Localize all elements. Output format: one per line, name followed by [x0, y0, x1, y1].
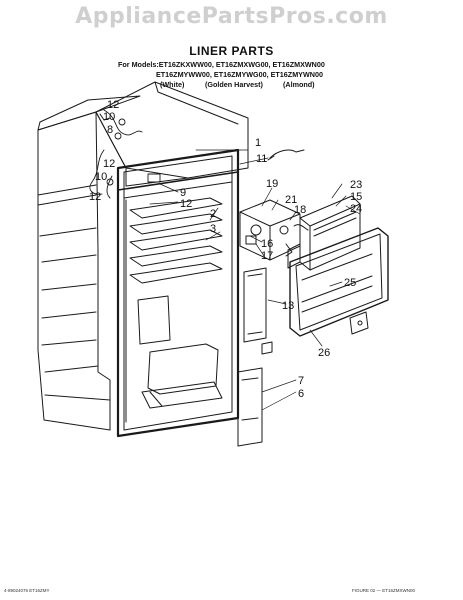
model-list-line-2: ET16ZMYWW00, ET16ZMYWG00, ET16ZMYWN00 [156, 70, 323, 79]
callout-6: 6 [298, 388, 304, 400]
wiring-harness [89, 109, 161, 199]
footer-left: 4-89024076 ET16ZMY [4, 588, 50, 593]
footer-right: FIGURE 02 — ET16ZMXWN00 [352, 588, 416, 593]
callout-15: 15 [350, 191, 362, 203]
part-6-7-panel [237, 367, 263, 447]
callout-10-top: 10 [103, 111, 115, 123]
callout-3: 3 [210, 223, 216, 235]
callout-17: 17 [261, 250, 273, 262]
callout-23: 23 [350, 179, 362, 191]
callout-24: 24 [350, 203, 362, 215]
color-label-golden-harvest: (Golden Harvest) [205, 80, 263, 89]
fresh-food-liner [125, 197, 223, 423]
callout-21: 21 [285, 194, 297, 206]
part-13-panel [243, 267, 273, 355]
callout-12-mid: 12 [103, 158, 115, 170]
callout-10-mid: 10 [95, 171, 107, 183]
back-panel [289, 227, 389, 337]
callout-leaders [149, 149, 361, 411]
callout-7: 7 [298, 375, 304, 387]
diagram-title: LINER PARTS [189, 44, 274, 58]
watermark: AppliancePartsPros.com [75, 4, 388, 29]
callout-26: 26 [318, 347, 330, 359]
callout-16: 16 [261, 238, 273, 250]
callout-18: 18 [294, 204, 306, 216]
callout-12-right: 12 [180, 198, 192, 210]
callout-11: 11 [256, 153, 267, 165]
callout-19: 19 [266, 178, 278, 190]
color-label-white: (White) [160, 80, 185, 89]
callout-8: 8 [107, 124, 113, 136]
callout-2: 2 [210, 208, 216, 220]
model-list-line-1: For Models:ET16ZKXWW00, ET16ZMXWG00, ET1… [118, 60, 325, 69]
callout-13: 13 [282, 300, 294, 312]
callout-12-low: 12 [89, 191, 101, 203]
part-11-bracket [267, 149, 305, 161]
cabinet-outline [37, 95, 141, 431]
callout-9: 9 [180, 187, 186, 199]
callout-1: 1 [255, 137, 261, 149]
callout-25: 25 [344, 277, 356, 289]
callout-12-top: 12 [107, 99, 119, 111]
color-label-almond: (Almond) [283, 80, 315, 89]
callout-labels: 12 10 8 12 10 12 1 11 9 12 19 21 18 23 1… [89, 99, 362, 400]
evaporator-cover [287, 195, 361, 271]
